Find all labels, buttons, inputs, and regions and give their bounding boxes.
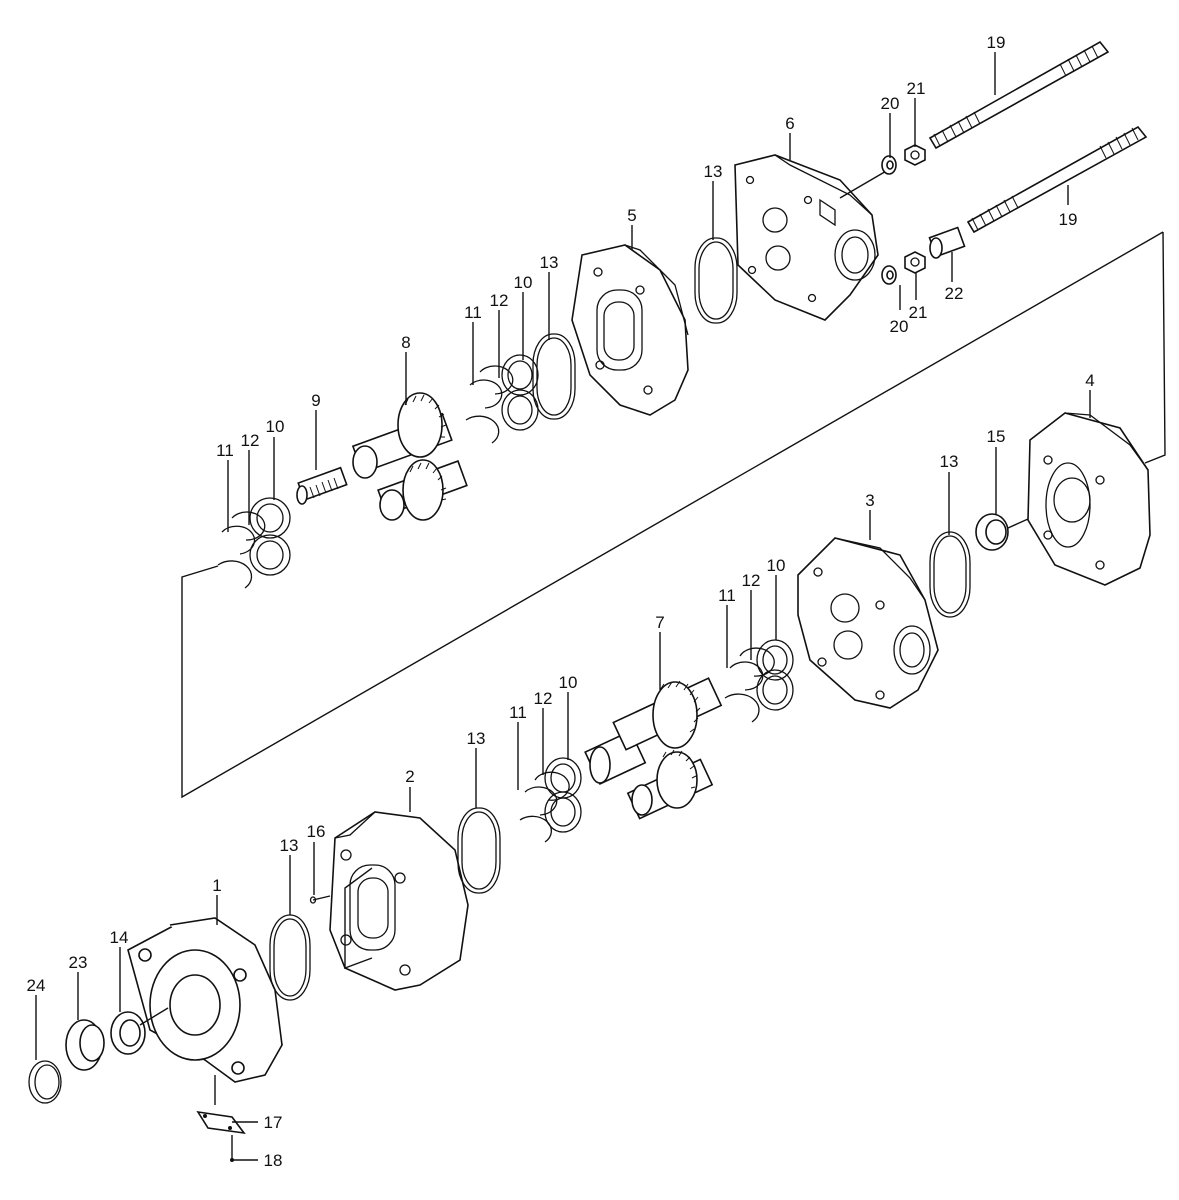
- callout-13: 13: [540, 253, 559, 272]
- callout-10: 10: [559, 673, 578, 692]
- callout-3: 3: [865, 491, 874, 510]
- backup-ring-group: [465, 354, 539, 444]
- callout-10: 10: [266, 417, 285, 436]
- o-ring-part: [457, 807, 501, 894]
- assembly-frame-line: [1144, 231, 1166, 464]
- callout-13: 13: [940, 452, 959, 471]
- callout-19: 19: [987, 33, 1006, 52]
- seal-ring-part: [975, 509, 1049, 551]
- spring-part: [296, 466, 348, 505]
- callout-12: 12: [534, 689, 553, 708]
- spacer-part: [928, 226, 966, 259]
- washer-part: [881, 265, 897, 285]
- callout-4: 4: [1085, 371, 1094, 390]
- callout-17: 17: [264, 1113, 283, 1132]
- callout-19: 19: [1059, 210, 1078, 229]
- nut-part: [904, 144, 926, 166]
- callout-14: 14: [110, 928, 129, 947]
- dowel-pin-part: [309, 895, 331, 904]
- callout-5: 5: [627, 206, 636, 225]
- callout-13: 13: [467, 729, 486, 748]
- stud-bolt-part: [928, 40, 1110, 150]
- callout-13: 13: [704, 162, 723, 181]
- name-plate-part: [196, 1110, 258, 1162]
- rear-housing-part: [1027, 412, 1151, 586]
- callout-1: 1: [212, 876, 221, 895]
- seal-part: [65, 1019, 105, 1071]
- backup-ring-group: [724, 639, 794, 723]
- callout-21: 21: [909, 303, 928, 322]
- callout-11: 11: [718, 586, 736, 605]
- callout-2: 2: [405, 767, 414, 786]
- callout-11: 11: [216, 441, 234, 460]
- gear-housing-2-part: [571, 244, 689, 416]
- callout-21: 21: [907, 79, 926, 98]
- callout-12: 12: [241, 431, 260, 450]
- callout-15: 15: [987, 427, 1006, 446]
- callout-7: 7: [655, 613, 664, 632]
- callout-23: 23: [69, 953, 88, 972]
- washer-part: [881, 155, 897, 175]
- driven-gear-part: [351, 392, 468, 521]
- nut-part: [904, 251, 926, 274]
- drive-gear-part: [584, 677, 723, 820]
- o-ring-part: [694, 237, 738, 324]
- callout-9: 9: [311, 391, 320, 410]
- leader-lines: [35, 52, 1091, 1060]
- backup-ring-group: [217, 497, 291, 589]
- front-cover-part: [127, 917, 283, 1105]
- callout-12: 12: [490, 291, 509, 310]
- rear-cover-part: [734, 154, 889, 321]
- callout-20: 20: [890, 317, 909, 336]
- callout-8: 8: [401, 333, 410, 352]
- backup-ring-group: [519, 757, 582, 843]
- callout-22: 22: [945, 284, 964, 303]
- callout-11: 11: [509, 703, 527, 722]
- o-ring-part: [532, 333, 576, 420]
- oil-seal-part: [110, 1007, 169, 1055]
- callout-10: 10: [767, 556, 786, 575]
- callout-16: 16: [307, 822, 326, 841]
- snap-ring-part: [28, 1060, 62, 1104]
- callout-13: 13: [280, 836, 299, 855]
- callout-24: 24: [27, 976, 46, 995]
- callout-6: 6: [785, 114, 794, 133]
- o-ring-part: [269, 914, 311, 1001]
- assembly-frame-line-2: [181, 231, 1164, 799]
- gear-housing-1-part: [329, 811, 469, 991]
- stud-bolt-part: [966, 125, 1148, 234]
- callout-10: 10: [514, 273, 533, 292]
- o-ring-part: [929, 531, 971, 618]
- callout-20: 20: [881, 94, 900, 113]
- callout-12: 12: [742, 571, 761, 590]
- center-plate-part: [797, 537, 939, 709]
- callout-18: 18: [264, 1151, 283, 1170]
- callout-11: 11: [464, 303, 482, 322]
